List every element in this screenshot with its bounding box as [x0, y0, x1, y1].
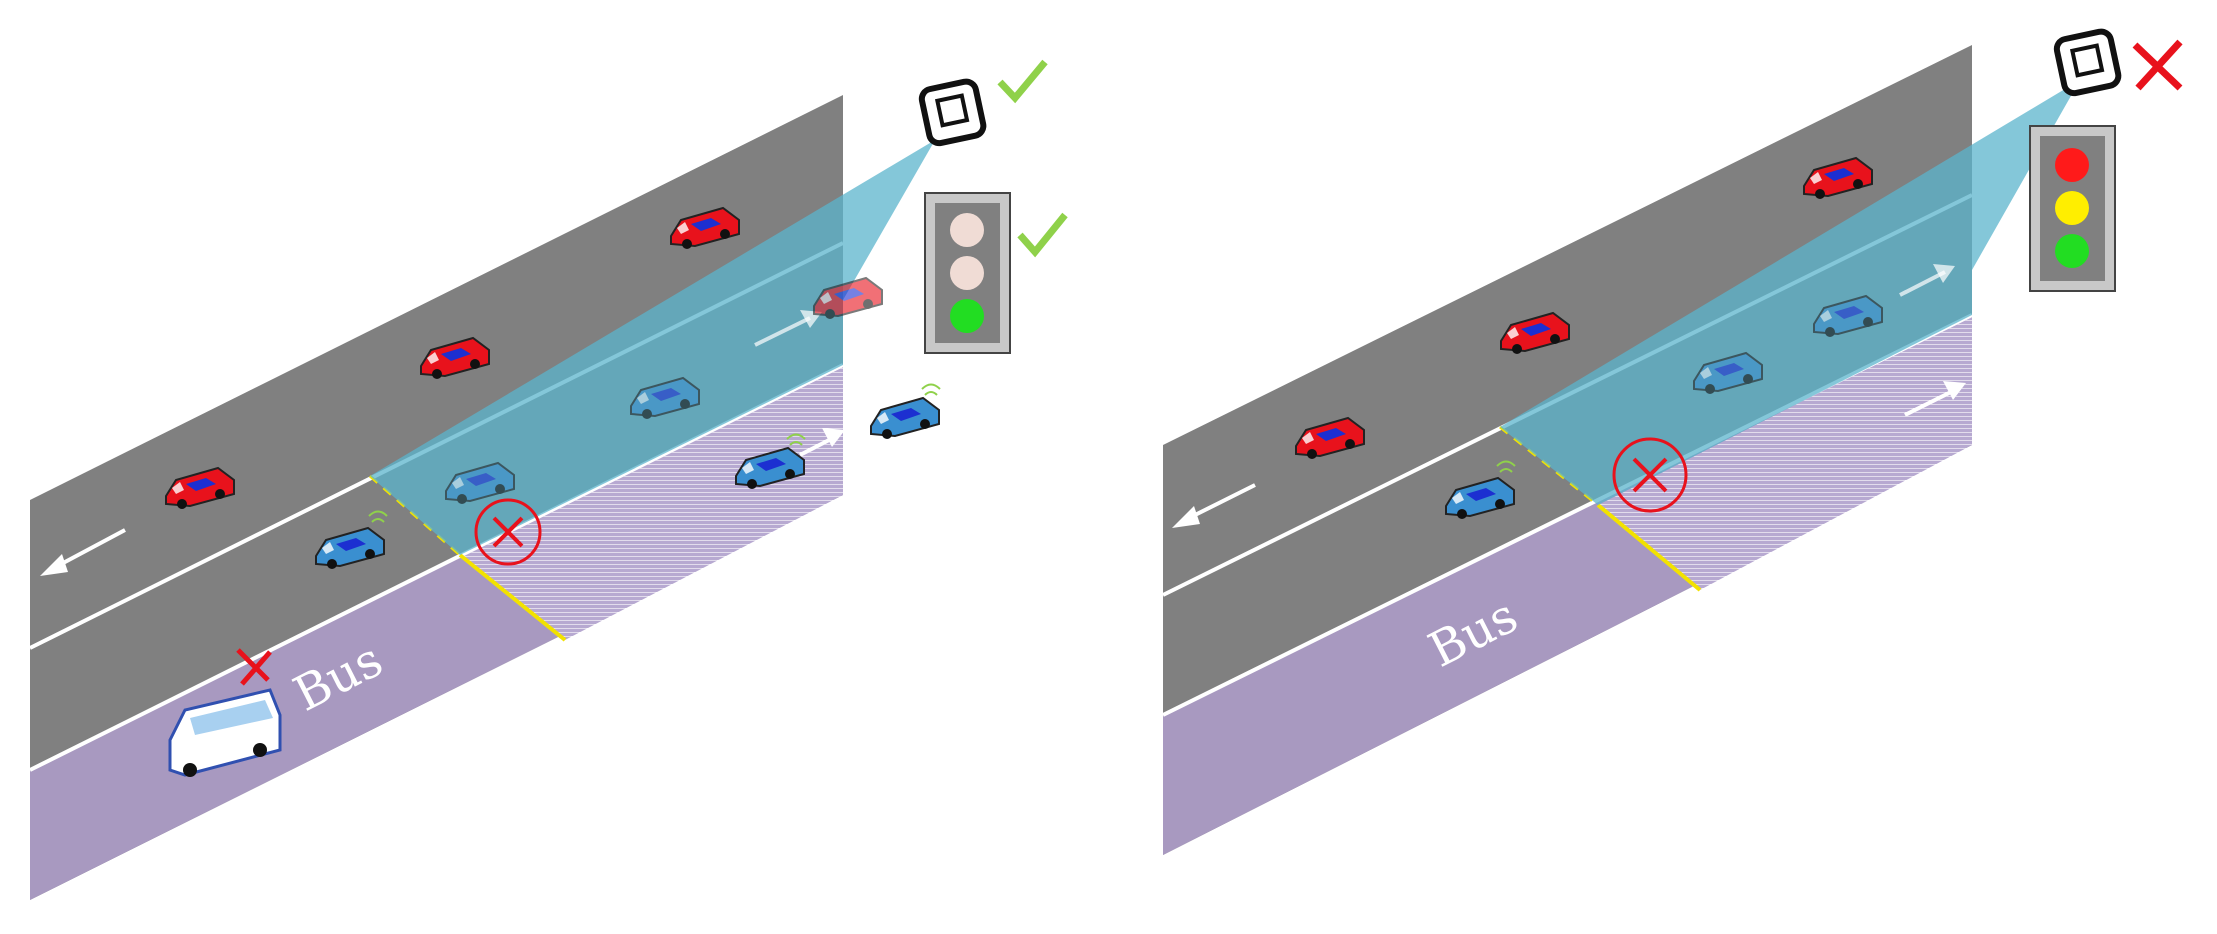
connected-car: [870, 397, 940, 440]
traffic-light: [924, 192, 1011, 354]
direction-arrow-right: [1899, 264, 1955, 297]
light-red-off: [950, 213, 984, 247]
signal-check-icon: [1017, 212, 1068, 258]
light-green-on: [950, 299, 984, 333]
blocked-point-icon: [1612, 437, 1688, 513]
bus-lane-hatched-section: [460, 365, 843, 640]
camera-icon: [918, 78, 987, 147]
direction-arrow-left: [40, 528, 126, 576]
camera-cross-icon: [2132, 39, 2183, 91]
direction-arrow-left: [1172, 483, 1256, 528]
left-panel: Bus: [29, 59, 1068, 900]
light-yellow-on: [2055, 191, 2089, 225]
camera-icon: [2053, 28, 2122, 97]
light-red-on: [2055, 148, 2089, 182]
bus-lane-boundary: [29, 363, 844, 772]
camera-check-icon: [997, 59, 1048, 104]
traffic-light: [2029, 125, 2116, 292]
stop-line: [458, 553, 567, 642]
camera-beam: [370, 140, 935, 555]
camera-beam: [1500, 80, 2080, 505]
stop-line: [1596, 503, 1702, 592]
light-green-on: [2055, 234, 2089, 268]
blocked-point-icon: [474, 498, 542, 566]
bus-lane-arrow: [1904, 381, 1966, 417]
bus-blocked-cross-icon: [236, 648, 272, 686]
bus-icon: [168, 688, 282, 777]
right-panel: Bus: [1162, 28, 2183, 855]
light-yellow-off: [950, 256, 984, 290]
wireless-icon: [921, 383, 941, 396]
bus-lane-hatched-section: [1598, 315, 1972, 590]
bus-lane-arrow: [799, 428, 845, 457]
